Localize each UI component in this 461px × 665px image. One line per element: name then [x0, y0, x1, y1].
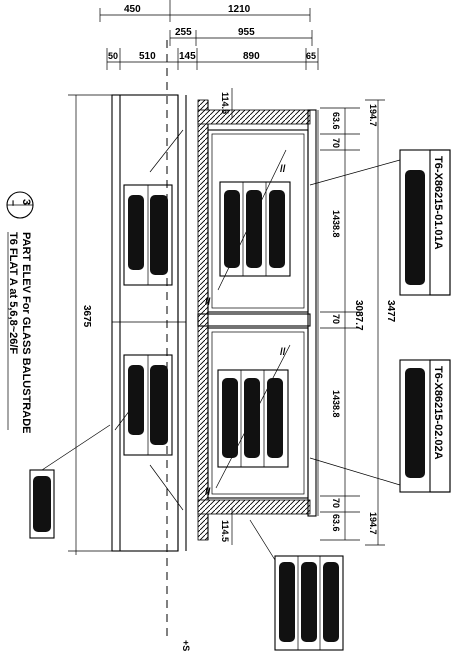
top-dimension-chains: 450 1210 255 955 50 510 145 890 65 [99, 0, 319, 70]
label-block-left [29, 424, 111, 539]
dim-top-65: 65 [306, 51, 316, 61]
tag-upper: T6-X86215-01.01A [309, 149, 451, 296]
dim-1438-8-upper: 1438.8 [331, 210, 341, 238]
label-block-bottom [249, 519, 344, 651]
right-dimension-chain: 63.6 70 1438.8 70 1438.8 70 63.6 3087.7 [320, 107, 364, 541]
top-slab-hatch [197, 109, 311, 125]
tag-lower: T6-X86215-02.02A [309, 359, 451, 493]
glazing-channel-strip [197, 99, 209, 541]
dim-114-5-bottom: 114.5 [220, 520, 230, 542]
dim-70-mid: 70 [331, 314, 341, 324]
label-block-beam-lower [123, 354, 173, 456]
bottom-slab-hatch [197, 499, 311, 515]
dim-top-955: 955 [238, 27, 255, 38]
svg-text://: // [280, 164, 286, 175]
drawing-title: 3 – PART ELEV For GLASS BALUSTRADE T6 FL… [6, 191, 34, 433]
dim-top-145: 145 [179, 51, 196, 62]
dim-3087-7: 3087.7 [353, 300, 364, 331]
dim-194-7-bottom: 194.7 [368, 512, 378, 535]
label-block-glass-lower [217, 369, 289, 468]
dim-top-255: 255 [175, 27, 192, 38]
svg-text://: // [205, 297, 211, 308]
svg-text://: // [280, 347, 286, 358]
right-post [307, 109, 317, 517]
title-number: 3 [20, 199, 32, 205]
dim-top-450: 450 [124, 4, 141, 15]
dim-top-50: 50 [108, 51, 118, 61]
dim-overall-3675: 3675 [81, 305, 92, 328]
title-line-2: T6 FLAT A at 5,6,8~26/F [7, 232, 19, 354]
dim-194-7-top: 194.7 [368, 104, 378, 127]
left-overall-dimension: 3675 [68, 94, 112, 555]
dim-63-6-bottom: 63.6 [331, 514, 341, 532]
dim-63-6-top: 63.6 [331, 112, 341, 130]
dim-top-1210: 1210 [228, 4, 251, 15]
outer-right-dimension: 194.7 194.7 3477 [365, 99, 396, 546]
dim-70-bottom: 70 [331, 498, 341, 508]
title-line-1: PART ELEV For GLASS BALUSTRADE [20, 232, 32, 433]
tag-lower-label: T6-X86215-02.02A [432, 366, 444, 460]
svg-text://: // [205, 487, 211, 498]
dim-70-top: 70 [331, 138, 341, 148]
dim-114-5-top: 114.5 [220, 92, 230, 114]
label-block-glass-upper [219, 181, 291, 277]
level-label: +S [181, 640, 191, 651]
dim-top-510: 510 [139, 51, 156, 62]
dim-top-890: 890 [243, 51, 260, 62]
dim-3477: 3477 [385, 300, 396, 323]
tag-upper-label: T6-X86215-01.01A [432, 156, 444, 250]
edge-beam [111, 94, 187, 552]
dim-1438-8-lower: 1438.8 [331, 390, 341, 418]
mid-transom [197, 313, 311, 327]
label-block-beam-upper [123, 184, 173, 286]
title-dash: – [7, 200, 19, 206]
